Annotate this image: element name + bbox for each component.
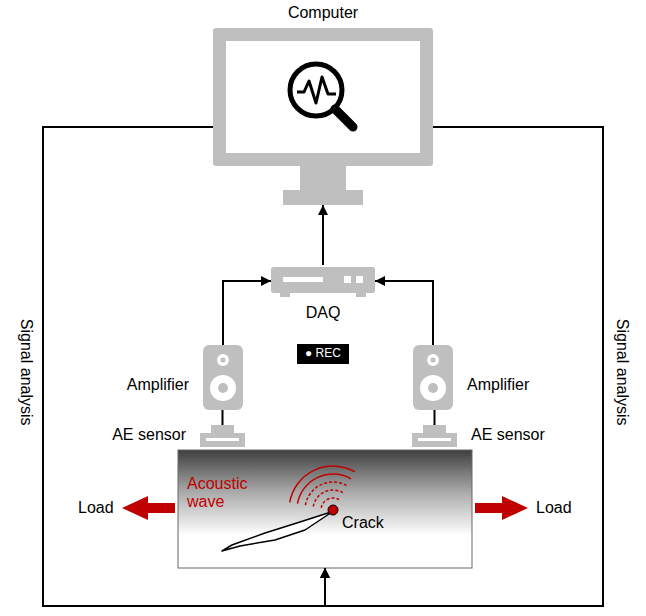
arrow-head [320, 568, 330, 578]
daq-node: DAQ [271, 265, 375, 297]
connector [434, 410, 435, 425]
indicator-text: ● REC [305, 347, 341, 361]
load-label: Load [536, 499, 572, 517]
sensor-node: AE sensor [200, 425, 245, 447]
connector-line [222, 410, 224, 425]
connector-line [375, 281, 433, 345]
node-label: DAQ [306, 304, 341, 322]
node-label: AE sensor [471, 426, 545, 444]
sensor-node: AE sensor [412, 425, 457, 447]
load-arrow [122, 496, 175, 520]
connector-line [223, 281, 271, 345]
connector-line [43, 127, 325, 606]
amplifier-node: Amplifier [203, 345, 243, 410]
monitor-icon [213, 28, 433, 205]
load-arrow [475, 496, 528, 520]
specimen [178, 450, 472, 568]
side-label: Signal analysis [612, 319, 630, 426]
rec-indicator: ● REC [297, 344, 349, 364]
connector [320, 127, 603, 606]
sensor-icon [200, 425, 245, 447]
computer-node: Computer [213, 28, 433, 205]
arrow-head [318, 205, 328, 215]
wave-label: Acoustic wave [187, 475, 259, 512]
arrow-head [375, 276, 385, 286]
arrow-head [261, 276, 271, 286]
daq-device [271, 267, 375, 297]
node-label: Amplifier [127, 376, 189, 394]
side-label: Signal analysis [16, 319, 34, 426]
connector [375, 276, 433, 345]
connector [43, 127, 330, 606]
connector-line [325, 127, 603, 606]
amplifier-icon [413, 345, 453, 410]
arrow-head [320, 568, 330, 578]
specimen-node: Acoustic waveCrack [178, 450, 472, 568]
connector [223, 276, 271, 345]
node-label: AE sensor [112, 426, 186, 444]
sensor-icon [412, 425, 457, 447]
connector-line [434, 410, 436, 425]
crack-label: Crack [342, 514, 384, 532]
connector [318, 205, 328, 265]
node-label: Amplifier [467, 376, 529, 394]
load-label: Load [78, 499, 114, 517]
connector [222, 410, 223, 425]
amplifier-icon [203, 345, 243, 410]
amplifier-node: Amplifier [413, 345, 453, 410]
node-label: Computer [288, 4, 358, 22]
